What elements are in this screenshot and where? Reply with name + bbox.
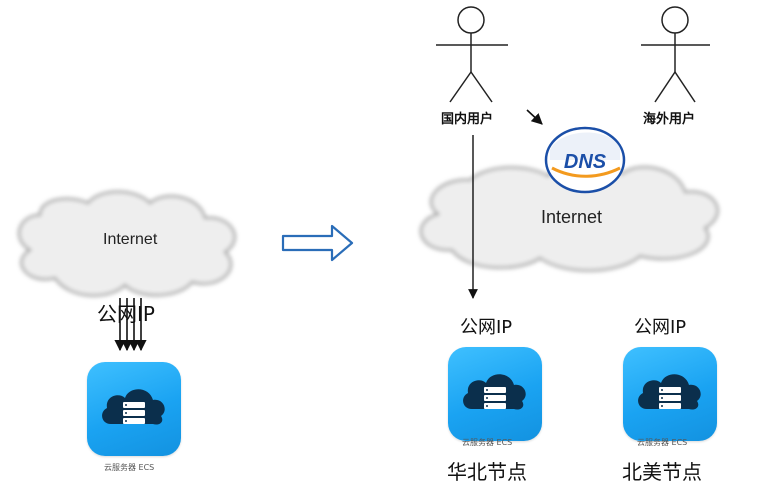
transition-hollow-arrow-icon (281, 224, 354, 262)
north-china-ecs-caption: 云服务器 ECS (462, 438, 513, 447)
left-cloud-label: Internet (103, 231, 158, 248)
domestic-user-label: 国内用户 (441, 112, 494, 127)
north-china-ecs-server-icon (448, 347, 542, 441)
left-ecs-caption: 云服务器 ECS (104, 463, 155, 472)
dns-icon: DNS (544, 126, 626, 194)
north-america-node-label: 北美节点 (622, 460, 702, 484)
north-america-ecs-caption: 云服务器 ECS (637, 438, 688, 447)
north-america-ecs-server-icon (623, 347, 717, 441)
left-traffic-arrows (114, 298, 147, 352)
north-america-public-ip-label: 公网IP (634, 317, 687, 338)
domestic-user-person-icon (436, 6, 508, 103)
left-cloud-icon (18, 190, 236, 297)
right-cloud-label: Internet (541, 207, 603, 227)
left-ecs-server-icon (87, 362, 181, 456)
left-public-ip-label: 公网IP (97, 302, 155, 326)
north-china-node-label: 华北节点 (447, 460, 527, 484)
overseas-user-person-icon (641, 6, 710, 103)
user-to-dns-arrow (526, 109, 543, 125)
north-china-public-ip-label: 公网IP (460, 317, 513, 338)
dns-badge-text: DNS (564, 151, 607, 173)
overseas-user-label: 海外用户 (643, 112, 696, 127)
